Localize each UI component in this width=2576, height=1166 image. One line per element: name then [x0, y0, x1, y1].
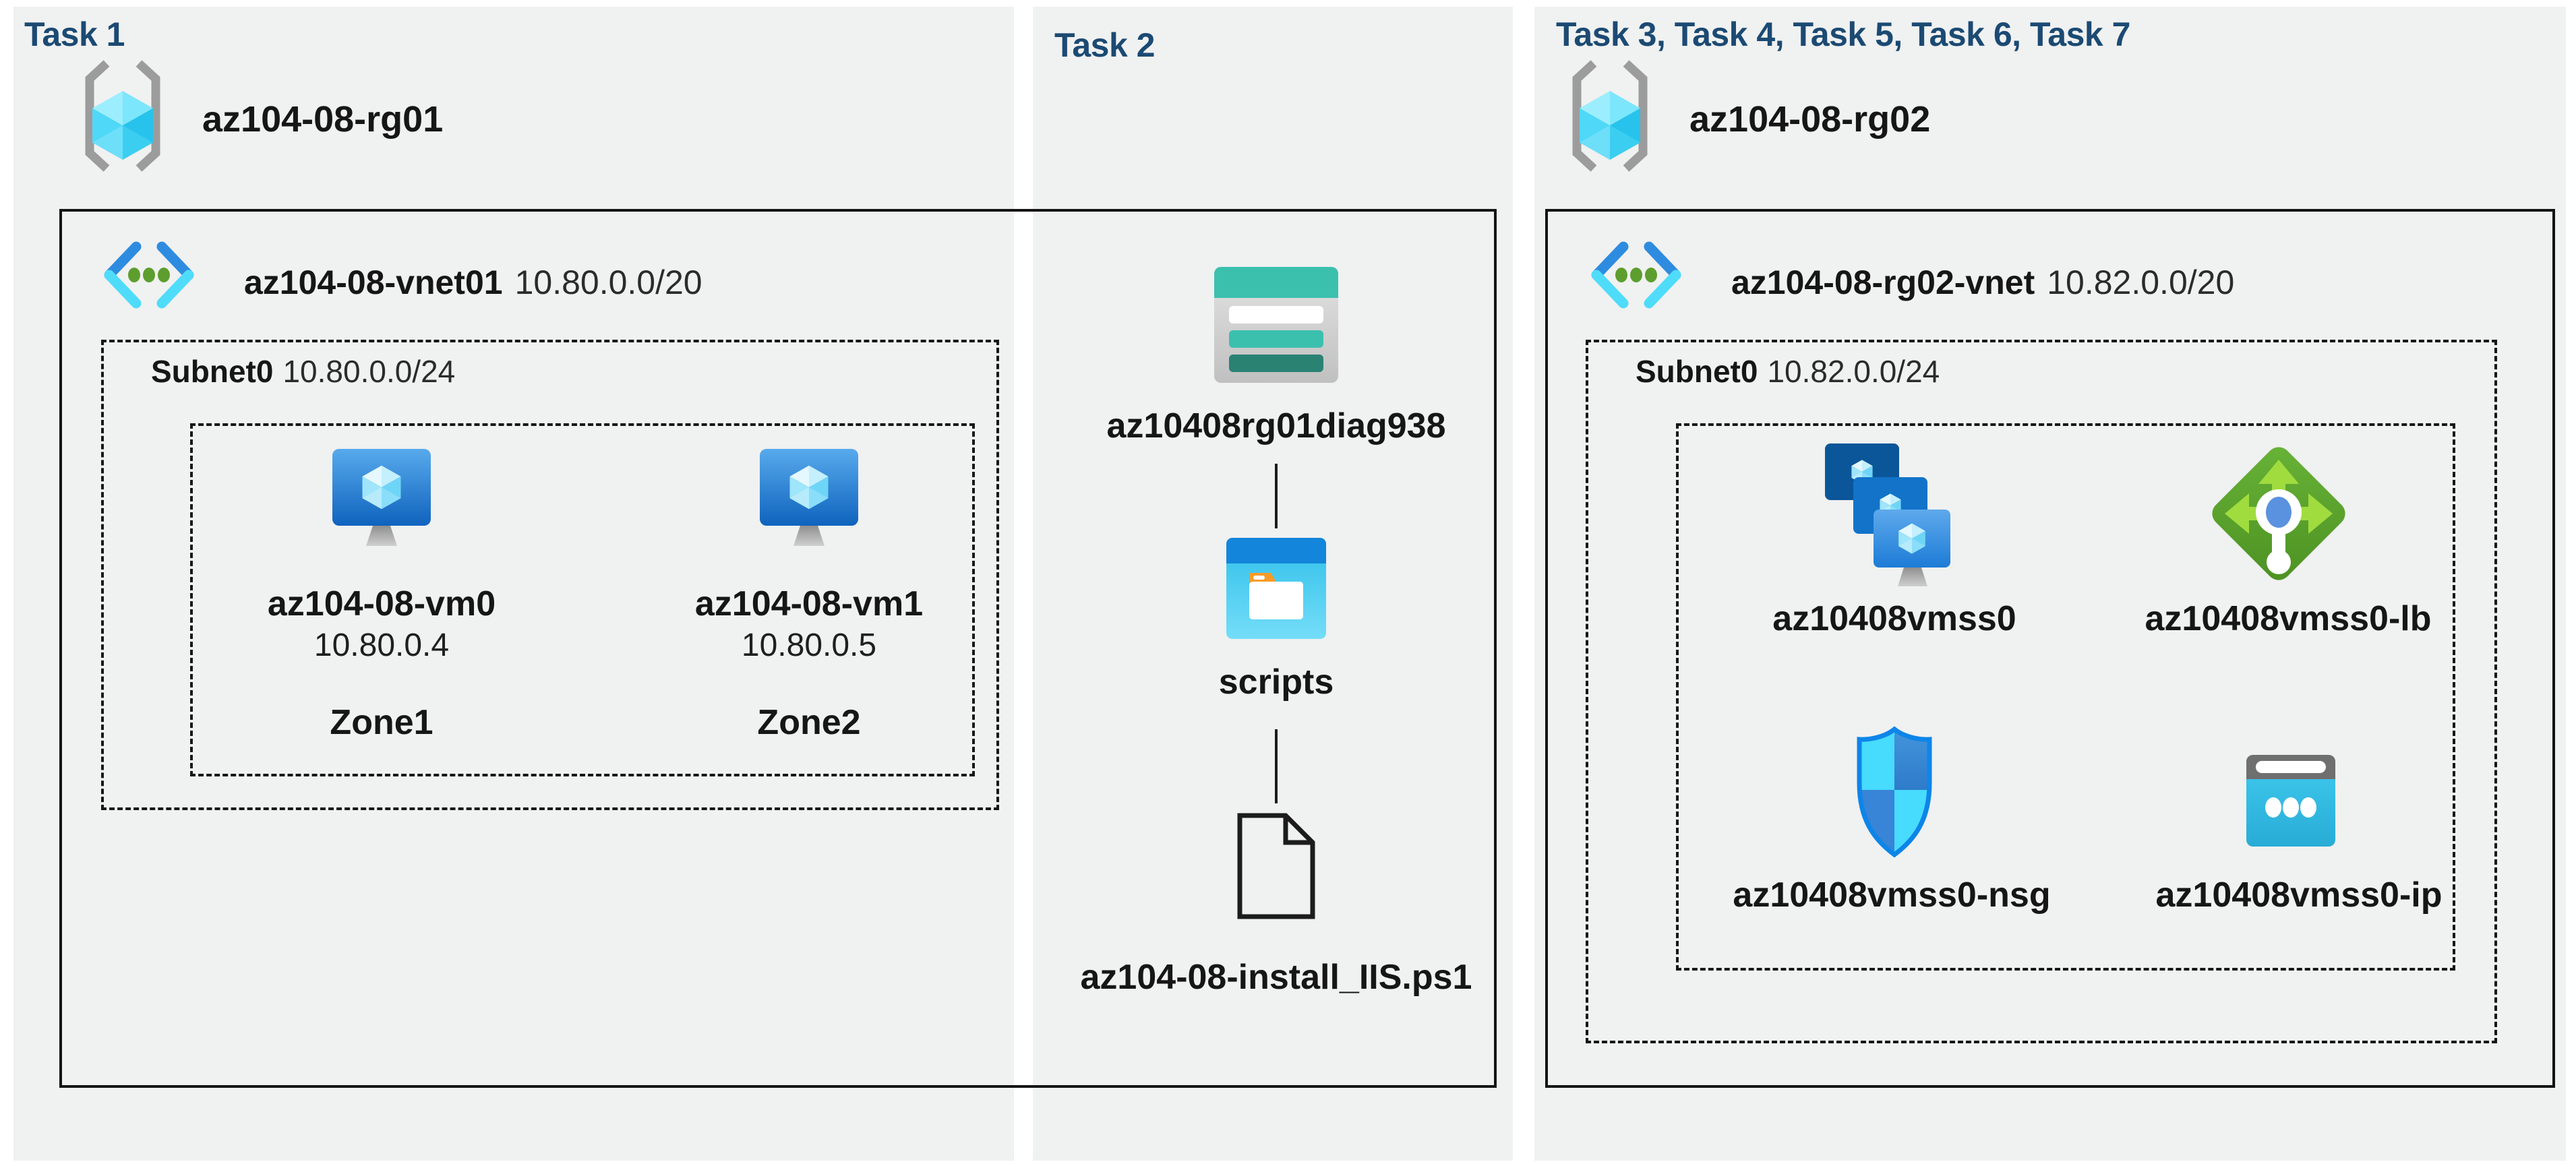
public-ip-icon — [2246, 755, 2335, 847]
subnet-name: Subnet0 — [1636, 354, 1758, 389]
subnet-label: Subnet0 10.82.0.0/24 — [1636, 353, 1940, 390]
nsg-name: az10408vmss0-nsg — [1733, 876, 2051, 915]
vm-ip: 10.80.0.5 — [741, 627, 877, 663]
vmss-name: az10408vmss0 — [1772, 599, 2016, 638]
rg02-vnet-boundary-box — [1545, 209, 2555, 1088]
task3-7-header: Task 3, Task 4, Task 5, Task 6, Task 7 — [1556, 16, 2130, 53]
task1-panel — [13, 7, 1014, 1161]
load-balancer-icon — [2212, 447, 2345, 580]
vnet-name: az104-08-rg02-vnet — [1731, 264, 2035, 301]
container-name: scripts — [1218, 663, 1334, 702]
vnet01-boundary-box — [59, 209, 1497, 1088]
subnet0-rg01-dashed-box — [101, 340, 999, 810]
subnet-cidr: 10.80.0.0/24 — [282, 354, 456, 389]
public-ip-name: az10408vmss0-ip — [2155, 876, 2443, 915]
vm-group-dashed-box — [190, 423, 975, 776]
file-icon — [1237, 813, 1315, 919]
subnet-cidr: 10.82.0.0/24 — [1767, 354, 1940, 389]
task2-header: Task 2 — [1054, 26, 1155, 64]
vmss-group-dashed-box — [1676, 423, 2455, 971]
resource-group-icon — [85, 60, 160, 172]
vm-name: az104-08-vm0 — [267, 584, 496, 623]
vm-ip: 10.80.0.4 — [313, 627, 450, 663]
virtual-machine-icon — [332, 449, 431, 546]
vnet-cidr: 10.82.0.0/20 — [2047, 264, 2235, 301]
script-file-name: az104-08-install_IIS.ps1 — [1080, 958, 1472, 997]
vnet-name: az104-08-vnet01 — [244, 264, 503, 301]
resource-group-name: az104-08-rg01 — [202, 99, 444, 140]
connector-line — [1275, 729, 1278, 803]
storage-account-icon — [1214, 267, 1338, 383]
vm-name: az104-08-vm1 — [694, 584, 924, 623]
virtual-network-icon — [1591, 241, 1681, 309]
resource-group-icon — [1572, 60, 1648, 172]
virtual-network-icon — [104, 241, 194, 309]
vm-zone: Zone1 — [330, 703, 433, 742]
connector-line — [1275, 464, 1278, 528]
storage-account-name: az10408rg01diag938 — [1106, 406, 1446, 446]
subnet0-rg02-dashed-box — [1586, 340, 2497, 1043]
subnet-name: Subnet0 — [151, 354, 274, 389]
vnet-label: az104-08-vnet01 10.80.0.0/20 — [244, 263, 702, 302]
vm-zone: Zone2 — [757, 703, 861, 742]
task1-header: Task 1 — [24, 16, 125, 53]
network-security-group-icon — [1857, 726, 1932, 858]
blob-container-icon — [1226, 538, 1326, 639]
vnet-cidr: 10.80.0.0/20 — [514, 264, 702, 301]
vnet-label: az104-08-rg02-vnet 10.82.0.0/20 — [1731, 263, 2234, 302]
resource-group-name: az104-08-rg02 — [1689, 99, 1931, 140]
virtual-machine-icon — [760, 449, 858, 546]
load-balancer-name: az10408vmss0-lb — [2145, 599, 2432, 638]
vm-scale-set-icon — [1825, 443, 1950, 586]
